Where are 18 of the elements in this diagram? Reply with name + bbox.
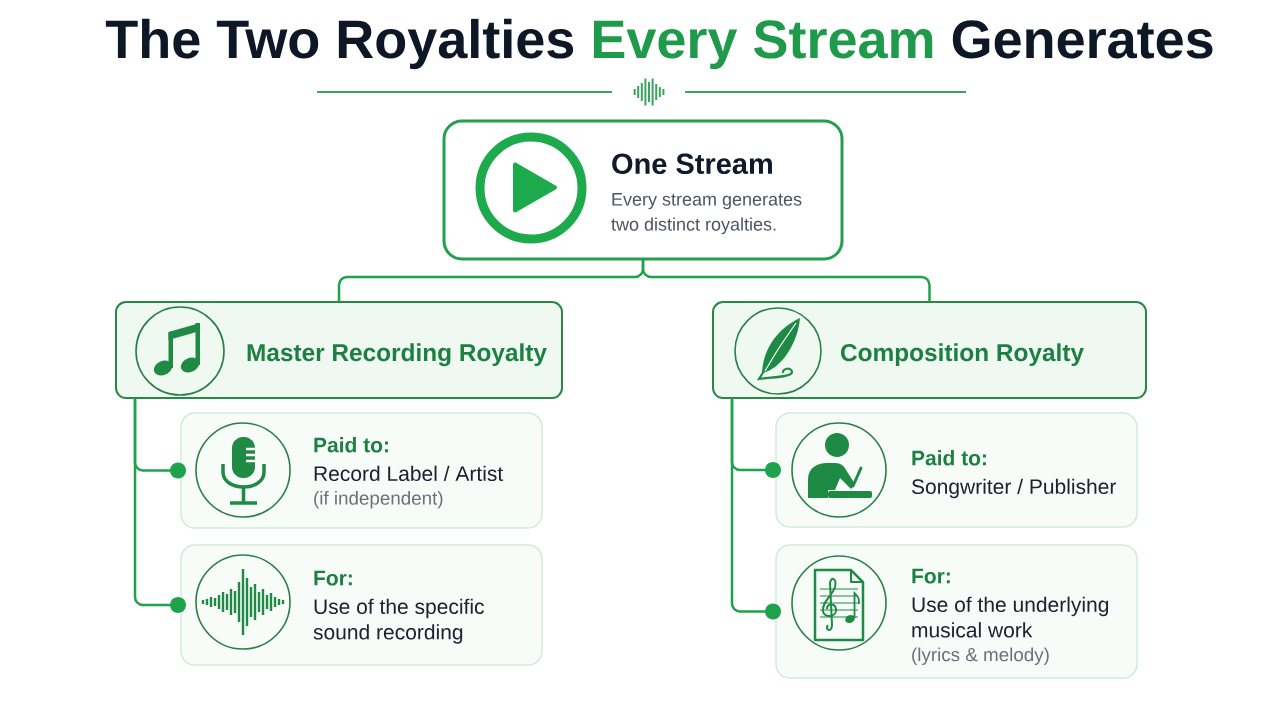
card-note: (lyrics & melody) xyxy=(912,647,1049,665)
card-label: For: xyxy=(314,570,352,586)
card-heading: One Stream xyxy=(612,153,772,175)
category-heading: Master Recording Royalty xyxy=(247,343,547,367)
connector-line xyxy=(133,398,186,613)
card-text: Songwriter / Publisher xyxy=(911,478,1117,499)
card-text: Use of the underlying musical work xyxy=(912,596,1109,638)
page-title: The Two Royalties Every Stream Generates xyxy=(105,18,1213,70)
card-label: For: xyxy=(912,568,950,584)
card-text: Use of the specific sound recording xyxy=(313,598,484,644)
card-note: (if independent) xyxy=(314,491,443,509)
connector-line xyxy=(730,398,781,620)
card-text: Record Label / Artist xyxy=(314,465,504,482)
connector-line xyxy=(641,259,931,302)
category-heading: Composition Royalty xyxy=(841,343,1084,367)
card-text: Every stream generates two distinct royalties. xyxy=(611,193,802,235)
card-label: Paid to: xyxy=(912,450,986,466)
card-label: Paid to: xyxy=(314,437,388,453)
